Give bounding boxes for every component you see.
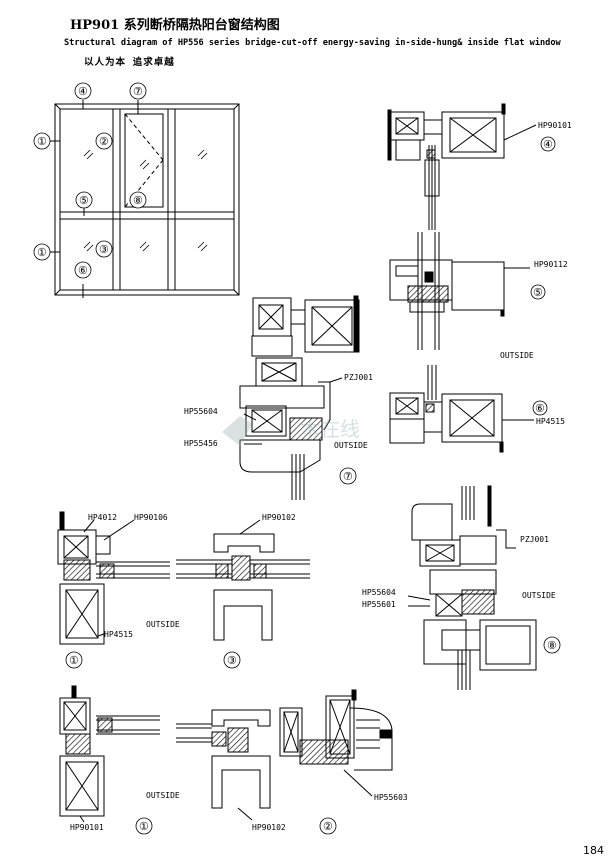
elevation-label-2: ② [99,135,109,148]
label-pzj001-8: PZJ001 [520,535,549,544]
outside-label-8: OUTSIDE [522,591,556,600]
section-3 [176,519,310,641]
elevation-label-5: ⑤ [79,194,89,207]
section-2 [176,689,393,821]
elevation-label-6: ⑥ [78,264,88,277]
section-label-6: ⑥ [535,402,545,415]
section-label-8: ⑧ [547,639,557,652]
elevation-callouts: ④ ⑦ ① ② ⑤ ⑧ ① ③ ⑥ [33,82,147,279]
watermark-text: 木在线 [300,417,360,441]
label-hp55604-7: HP55604 [184,407,218,416]
company-motto: 以人为本 追求卓越 [84,57,175,68]
section-1a [57,511,170,645]
label-hp90102-2: HP90102 [252,823,286,832]
section-label-7: ⑦ [343,470,353,483]
outside-label-1b: OUTSIDE [146,791,180,800]
elevation-label-4: ④ [78,85,88,98]
sheet-title: HP901 系列断桥隔热阳台窗结构图 [70,18,280,33]
section-5 [389,232,530,350]
section-8 [407,485,537,690]
label-pzj001-7: PZJ001 [344,373,373,382]
section-1b [59,685,160,823]
label-hp90106: HP90106 [134,513,168,522]
section-label-1b: ① [139,820,149,833]
label-hp4012: HP4012 [88,513,117,522]
label-hp55456: HP55456 [184,439,218,448]
outside-label-right: OUTSIDE [500,351,534,360]
label-hp90101-bottom: HP90101 [70,823,104,832]
watermark: 木在线 [222,416,360,446]
label-hp4515-right: HP4515 [536,417,565,426]
label-hp55601: HP55601 [362,600,396,609]
section-6 [389,365,534,453]
section-label-2: ② [323,820,333,833]
elevation-label-1a: ① [37,135,47,148]
section-label-4: ④ [543,138,553,151]
label-hp4515-left: HP4515 [104,630,133,639]
label-hp90112: HP90112 [534,260,568,269]
label-hp90101-top: HP90101 [538,121,572,130]
window-elevation [50,100,240,298]
label-hp90102-3: HP90102 [262,513,296,522]
section-label-5: ⑤ [533,286,543,299]
sheet-subtitle: Structural diagram of HP556 series bridg… [64,38,561,48]
label-hp55604-8: HP55604 [362,588,396,597]
elevation-label-7: ⑦ [133,85,143,98]
section-label-3: ③ [227,654,237,667]
section-7 [239,295,360,500]
outside-label-1a: OUTSIDE [146,620,180,629]
elevation-label-1b: ① [37,246,47,259]
elevation-label-8: ⑧ [133,194,143,207]
page-number: 184 [583,844,604,857]
outside-label-7: OUTSIDE [334,441,368,450]
label-hp55603: HP55603 [374,793,408,802]
elevation-label-3: ③ [99,243,109,256]
section-label-1a: ① [69,654,79,667]
section-4 [387,103,537,230]
